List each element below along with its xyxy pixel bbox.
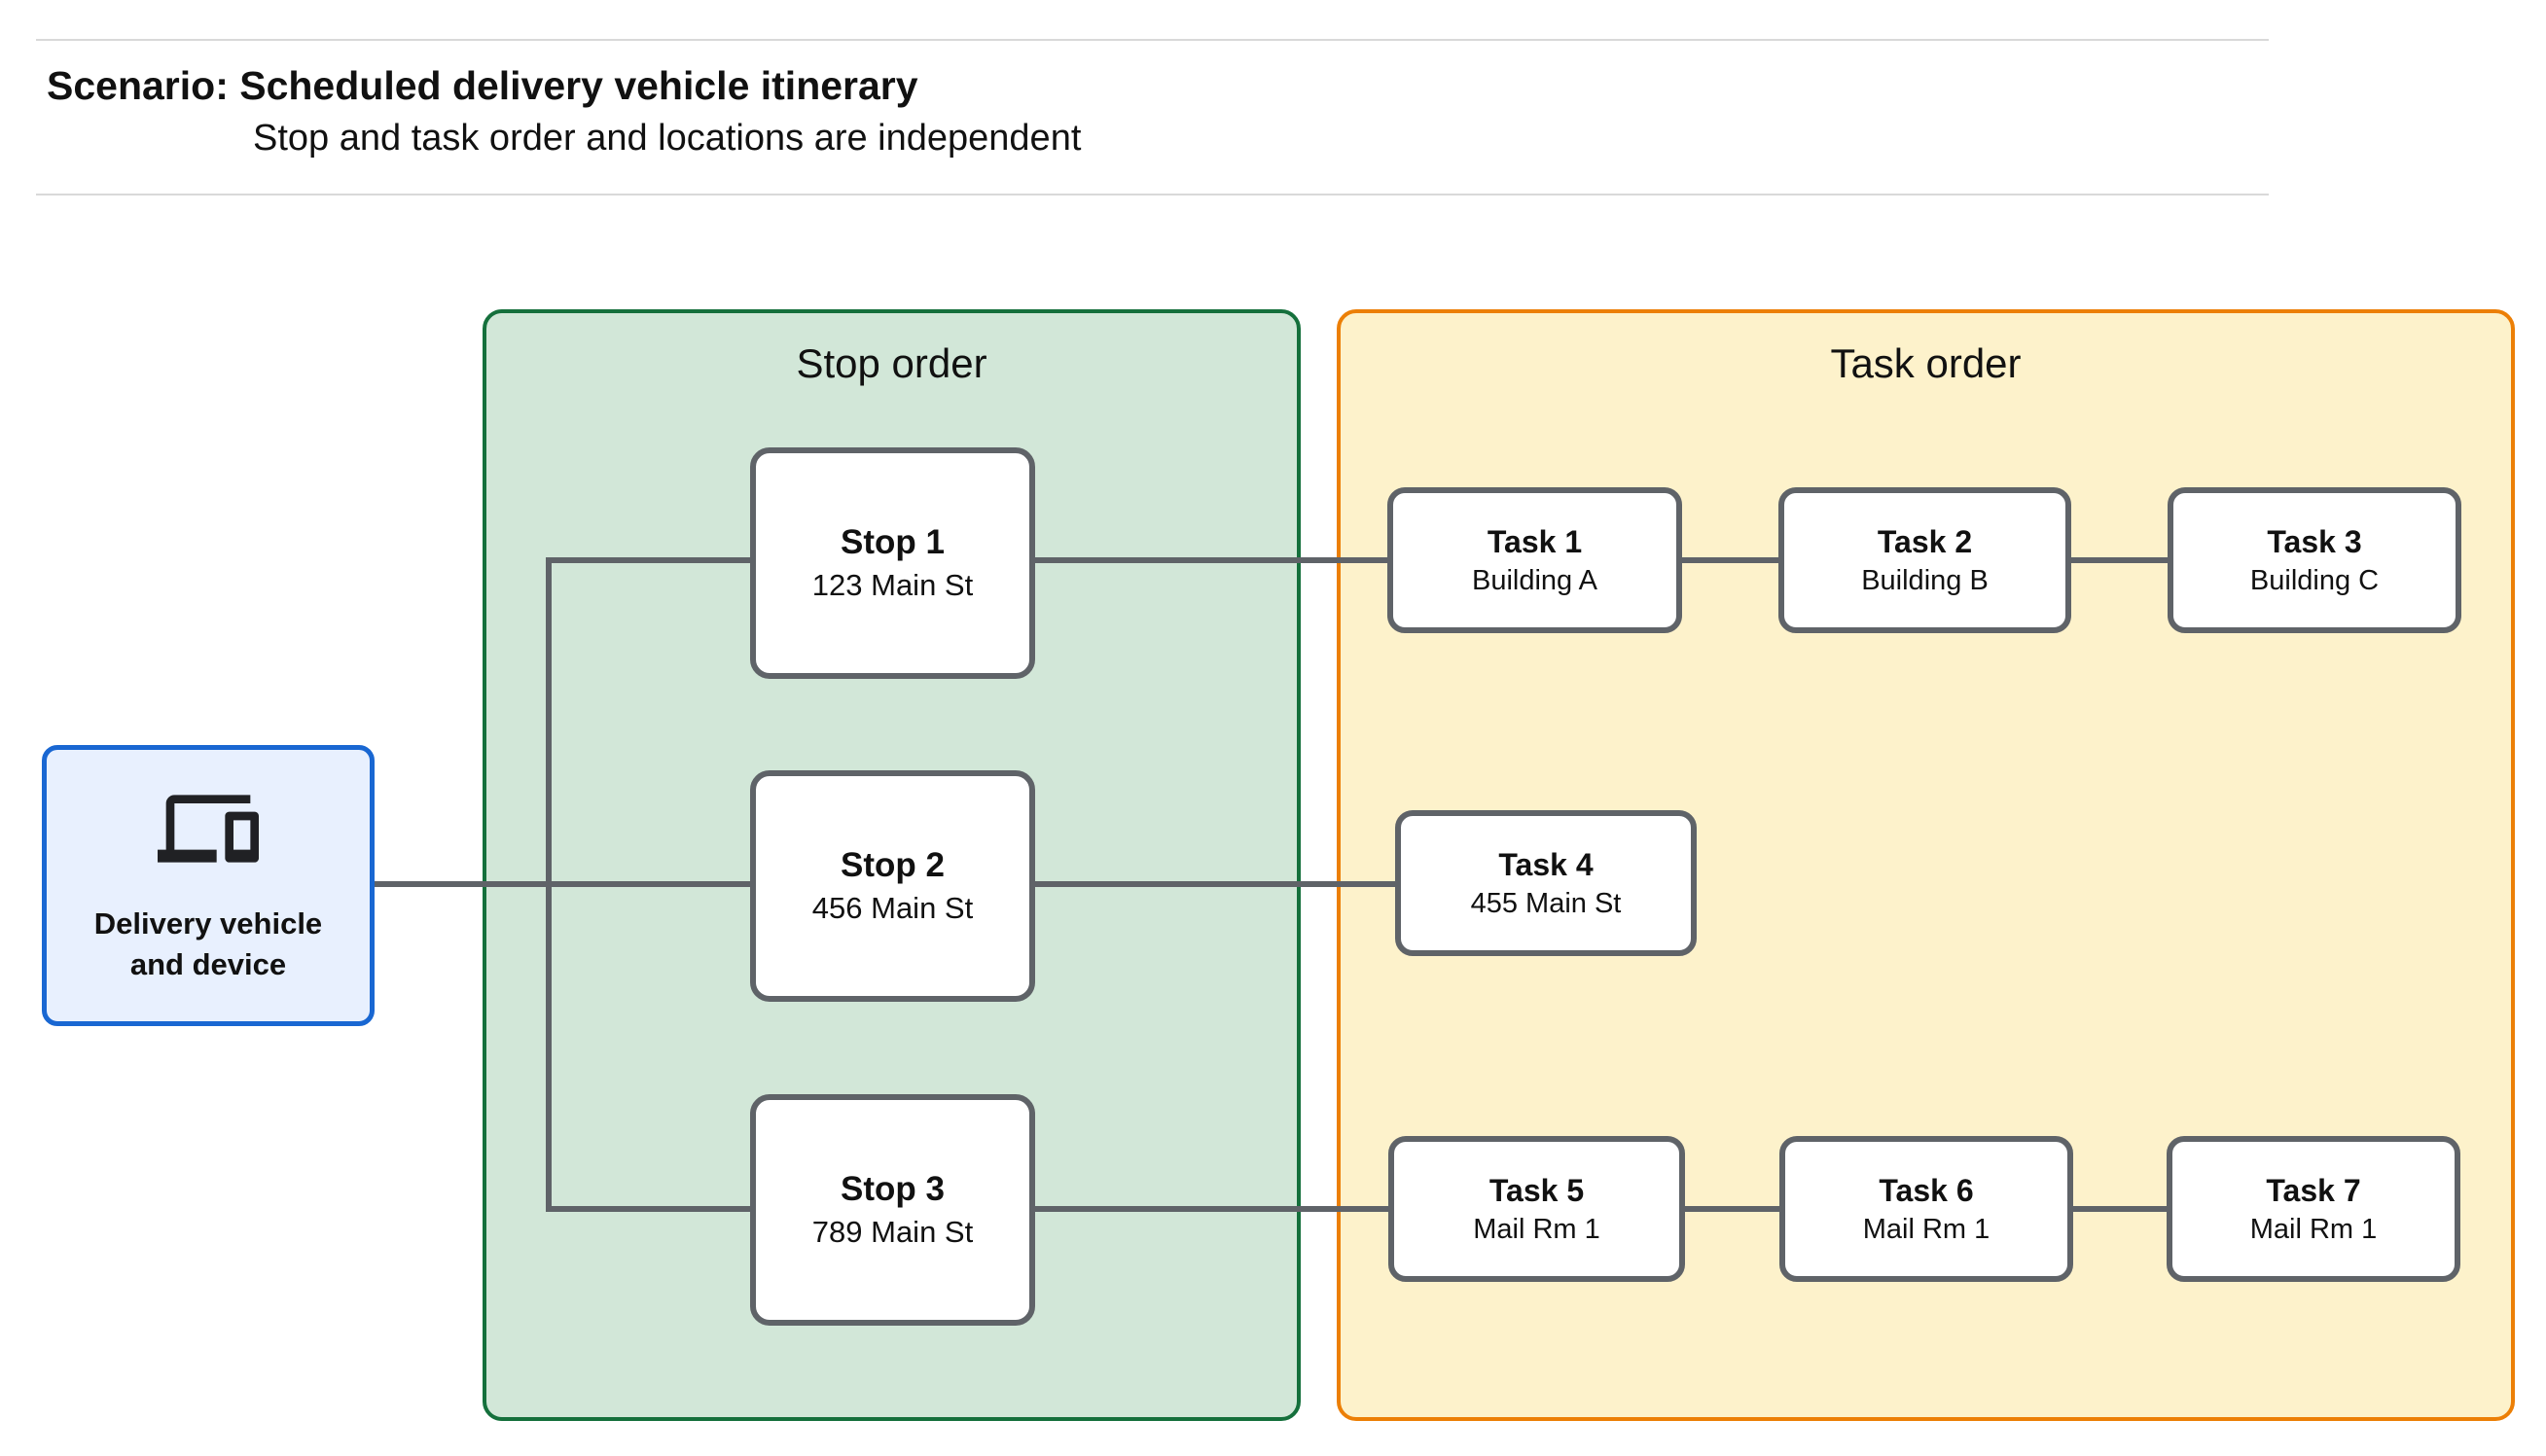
task-3-location: Building C	[2249, 565, 2380, 596]
stop-1-location: 123 Main St	[811, 568, 974, 602]
task-2-location: Building B	[1861, 565, 1989, 596]
stop-1-node: Stop 1 123 Main St	[750, 447, 1035, 679]
task-7-location: Mail Rm 1	[2249, 1214, 2378, 1245]
task-1-node: Task 1 Building A	[1387, 487, 1682, 633]
task-3-label: Task 3	[2267, 524, 2362, 559]
task-1-location: Building A	[1472, 565, 1597, 596]
connector-task5-task6	[1681, 1206, 1784, 1212]
task-order-panel-title: Task order	[1830, 340, 2022, 386]
task-7-node: Task 7 Mail Rm 1	[2167, 1136, 2460, 1282]
task-5-location: Mail Rm 1	[1473, 1214, 1600, 1245]
stop-3-location: 789 Main St	[811, 1215, 974, 1249]
stop-order-panel-title: Stop order	[796, 340, 987, 386]
task-2-node: Task 2 Building B	[1778, 487, 2071, 633]
stop-3-node: Stop 3 789 Main St	[750, 1094, 1035, 1326]
task-5-node: Task 5 Mail Rm 1	[1388, 1136, 1685, 1282]
task-6-label: Task 6	[1879, 1173, 1974, 1208]
connector-trunk-stop1	[546, 557, 755, 563]
stop-2-location: 456 Main St	[811, 891, 974, 925]
connector-task2-task3	[2067, 557, 2172, 563]
task-6-location: Mail Rm 1	[1862, 1214, 1990, 1245]
connector-trunk	[546, 557, 552, 1212]
connector-stop1-task1	[1031, 557, 1393, 563]
stop-3-label: Stop 3	[841, 1170, 945, 1208]
page-subtitle: Stop and task order and locations are in…	[253, 118, 1082, 159]
connector-stop3-task5	[1032, 1206, 1393, 1212]
stop-2-node: Stop 2 456 Main St	[750, 770, 1035, 1002]
stop-1-label: Stop 1	[841, 523, 945, 561]
task-3-node: Task 3 Building C	[2168, 487, 2461, 633]
task-2-label: Task 2	[1877, 524, 1973, 559]
page-title: Scenario: Scheduled delivery vehicle iti…	[47, 63, 918, 108]
header-divider	[36, 194, 2269, 195]
task-6-node: Task 6 Mail Rm 1	[1779, 1136, 2073, 1282]
connector-task1-task2	[1678, 557, 1783, 563]
header: Scenario: Scheduled delivery vehicle iti…	[47, 60, 1081, 161]
task-4-location: 455 Main St	[1470, 888, 1622, 919]
task-5-label: Task 5	[1488, 1173, 1585, 1208]
connector-stop2-task4	[1034, 881, 1400, 887]
connector-vehicle-stop2	[375, 881, 751, 887]
stop-2-label: Stop 2	[841, 846, 945, 884]
task-4-label: Task 4	[1498, 847, 1594, 882]
delivery-vehicle-node: Delivery vehicle and device	[42, 745, 375, 1026]
devices-icon	[158, 795, 259, 863]
task-1-label: Task 1	[1487, 524, 1583, 559]
connector-task6-task7	[2068, 1206, 2171, 1212]
connector-trunk-stop3	[546, 1206, 760, 1212]
task-7-label: Task 7	[2266, 1173, 2361, 1208]
top-divider	[36, 39, 2269, 41]
delivery-vehicle-label: Delivery vehicle and device	[93, 906, 323, 981]
task-4-node: Task 4 455 Main St	[1395, 810, 1697, 956]
